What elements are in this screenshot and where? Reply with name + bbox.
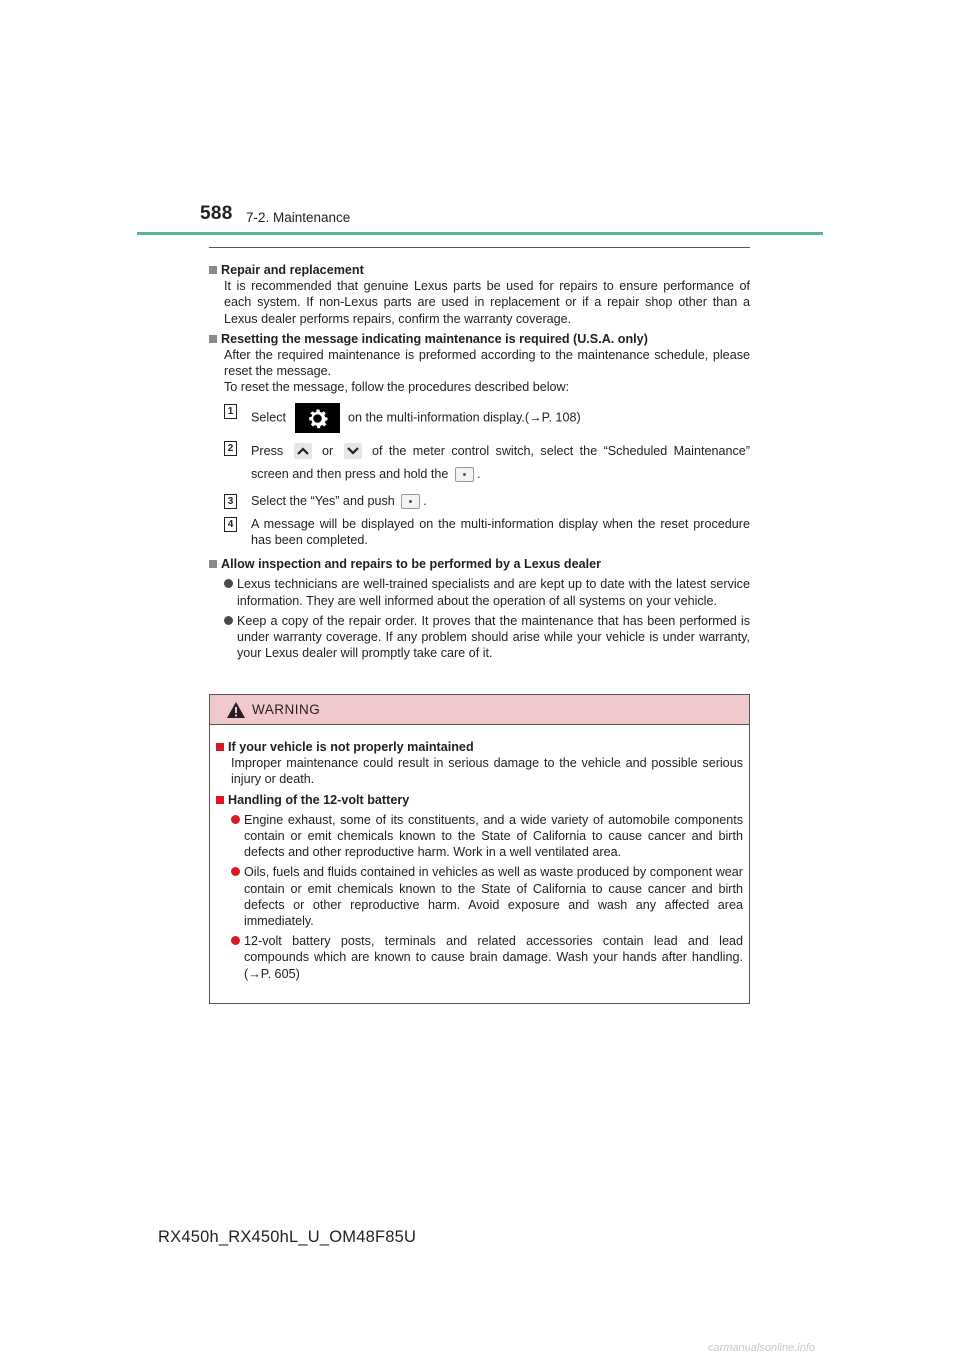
warning-text-1: Improper maintenance could result in ser…: [231, 756, 743, 787]
warning-header: WARNING: [210, 695, 749, 725]
content: Repair and replacement It is recommended…: [209, 258, 750, 661]
step-2: 2 Press or of the meter control switch, …: [224, 440, 750, 486]
list-item: 12-volt battery posts, terminals and rel…: [231, 933, 743, 982]
warning-heading-2: Handling of the 12-volt battery: [216, 792, 743, 808]
repair-text: It is recommended that genuine Lexus par…: [224, 279, 750, 326]
warning-box: WARNING If your vehicle is not properly …: [209, 694, 750, 1004]
manual-code: RX450h_RX450hL_U_OM48F85U: [158, 1228, 417, 1246]
up-chevron-icon: [293, 443, 312, 460]
down-chevron-icon: [343, 443, 362, 460]
reset-heading: Resetting the message indicating mainten…: [209, 331, 750, 347]
round-bullet-icon: [224, 579, 233, 589]
round-bullet-icon: [231, 867, 240, 877]
step-number: 1: [224, 403, 237, 419]
repair-heading: Repair and replacement: [209, 262, 750, 278]
square-bullet-icon: [209, 560, 217, 569]
warning-heading-1: If your vehicle is not properly maintain…: [216, 739, 743, 755]
square-bullet-icon: [216, 795, 224, 804]
ok-button-icon: [401, 493, 421, 509]
warning-title: WARNING: [252, 702, 321, 717]
reset-steps: 1 Select on the multi-information displa…: [224, 402, 750, 549]
content-rule: [209, 247, 750, 248]
list-item: Oils, fuels and fluids contained in vehi…: [231, 864, 743, 929]
ok-button-icon: [454, 466, 474, 482]
warning-body: If your vehicle is not properly maintain…: [210, 725, 749, 982]
square-bullet-icon: [209, 266, 217, 274]
step-4: 4 A message will be displayed on the mul…: [224, 516, 750, 548]
square-bullet-icon: [216, 743, 224, 751]
step-number: 3: [224, 493, 237, 509]
section-title: 7-2. Maintenance: [246, 210, 351, 225]
round-bullet-icon: [224, 615, 233, 625]
inspection-heading: Allow inspection and repairs to be perfo…: [209, 556, 750, 572]
step-3: 3 Select the “Yes” and push .: [224, 493, 750, 509]
step-1: 1 Select on the multi-information displa…: [224, 402, 750, 433]
square-bullet-icon: [209, 334, 217, 343]
list-item: Engine exhaust, some of its constituents…: [231, 812, 743, 861]
list-item: Keep a copy of the repair order. It prov…: [224, 613, 750, 662]
round-bullet-icon: [231, 814, 240, 824]
step-number: 2: [224, 440, 237, 456]
header-rule: [137, 232, 823, 235]
warning-triangle-icon: [227, 701, 245, 718]
page-number: 588: [200, 203, 233, 224]
step-number: 4: [224, 516, 237, 532]
reset-text: After the required maintenance is prefor…: [224, 348, 750, 395]
watermark: carmanualsonline.info: [708, 1342, 816, 1354]
round-bullet-icon: [231, 936, 240, 946]
settings-icon: [294, 402, 340, 433]
list-item: Lexus technicians are well-trained speci…: [224, 576, 750, 608]
